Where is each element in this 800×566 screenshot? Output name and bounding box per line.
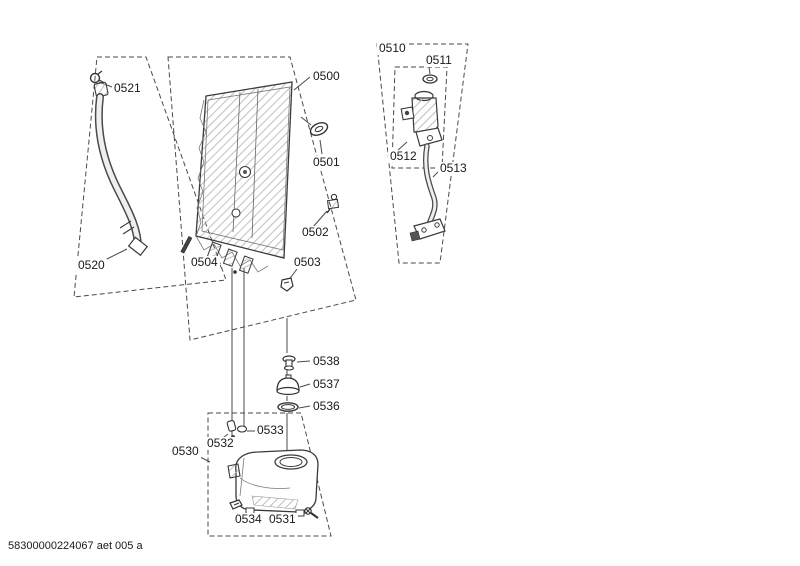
cap-drawing — [282, 355, 296, 371]
aquastop-hose-drawing — [409, 143, 446, 242]
valve-group-frame — [376, 43, 469, 264]
hose-group-frame — [73, 56, 227, 298]
part-label-0511: 0511 — [424, 53, 454, 68]
grommet-drawing — [309, 122, 329, 136]
part-label-0537: 0537 — [311, 377, 342, 392]
panel-drawing — [195, 81, 293, 259]
document-code: 58300000224067 aet 005 a — [8, 540, 143, 552]
part-label-0513: 0513 — [438, 161, 469, 176]
part-label-0503: 0503 — [292, 255, 323, 270]
panel-group-frame — [167, 56, 357, 341]
part-label-0504: 0504 — [189, 255, 220, 270]
part-label-0530: 0530 — [170, 444, 201, 459]
sump-group-frame — [207, 412, 332, 537]
clip-drawing — [280, 277, 294, 292]
part-label-0533: 0533 — [255, 423, 286, 438]
valve-assembly-drawing — [400, 74, 443, 147]
screw-drawing — [304, 507, 319, 519]
part-label-0536: 0536 — [311, 399, 342, 414]
part-label-0510: 0510 — [377, 41, 408, 56]
part-label-0521: 0521 — [112, 81, 143, 96]
part-label-0534: 0534 — [233, 512, 264, 527]
bracket-clip-drawing — [229, 499, 243, 510]
panel-connectors-drawing — [195, 235, 269, 274]
part-label-0500: 0500 — [311, 69, 342, 84]
dome-cover-drawing — [276, 374, 300, 396]
seal-ring-drawing — [277, 402, 299, 412]
part-label-0512: 0512 — [388, 149, 419, 164]
part-label-0531: 0531 — [267, 512, 298, 527]
part-label-0520: 0520 — [76, 258, 107, 273]
part-label-0538: 0538 — [311, 354, 342, 369]
pin-drawing — [180, 236, 193, 254]
small-fittings-drawing — [226, 420, 248, 439]
sump-drawing — [227, 449, 319, 517]
small-valve-drawing — [326, 193, 340, 214]
part-label-0502: 0502 — [300, 225, 331, 240]
hose-clamp-drawing — [89, 70, 104, 84]
part-label-0532: 0532 — [205, 436, 236, 451]
inlet-hose-drawing — [93, 81, 149, 257]
part-label-0501: 0501 — [311, 155, 342, 170]
